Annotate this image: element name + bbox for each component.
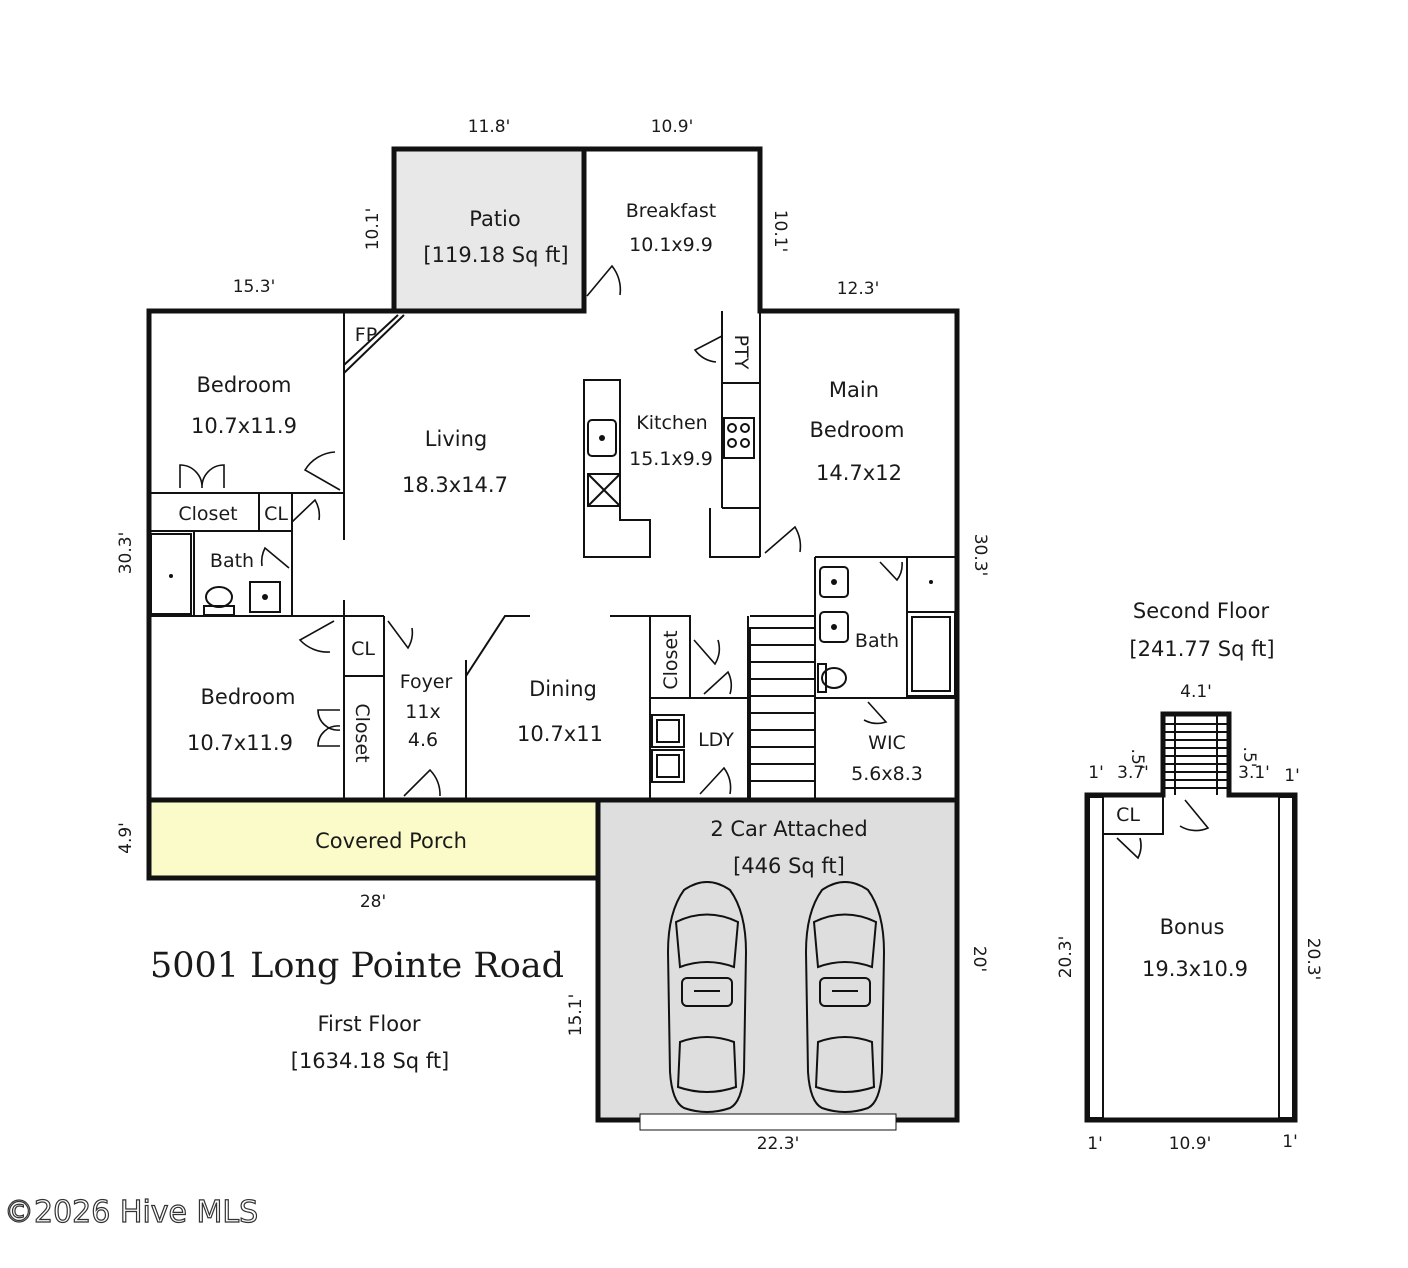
closet-3-label: Closet — [660, 630, 682, 689]
first-floor-stairs — [749, 627, 816, 801]
bath-1-sink — [249, 581, 281, 613]
dim-right-step: 3.1' — [1238, 763, 1270, 783]
ldy-label: LDY — [698, 729, 734, 751]
dim-stair-width: 4.1' — [1180, 682, 1212, 702]
stove-icon — [723, 417, 755, 459]
dim-breakfast-width: 10.9' — [651, 117, 694, 137]
dim-bottom-right: 1' — [1282, 1132, 1298, 1152]
garage-door — [639, 1113, 897, 1131]
dim-garage-width: 22.3' — [757, 1134, 800, 1154]
bedroom-1-label: Bedroom — [197, 373, 292, 397]
patio-area-label: [119.18 Sq ft] — [423, 243, 568, 267]
fireplace — [343, 314, 405, 374]
garage-area — [598, 800, 957, 1120]
dim-breakfast-depth: 10.1' — [770, 210, 790, 253]
second-floor-plan — [1084, 711, 1298, 1123]
bonus-label: Bonus — [1160, 915, 1225, 939]
car-icon — [666, 881, 748, 1113]
foyer-size-2: 4.6 — [408, 729, 438, 751]
dining-size: 10.7x11 — [517, 722, 603, 746]
kitchen-sink — [587, 419, 617, 457]
dim-garage-depth: 20' — [969, 946, 989, 972]
bath-1-tub — [150, 533, 192, 615]
dim-bonus-left-depth: 20.3' — [1056, 936, 1076, 979]
second-floor-area: [241.77 Sq ft] — [1129, 637, 1274, 661]
covered-porch-area — [149, 800, 598, 878]
dim-bottom-left: 1' — [1087, 1134, 1103, 1154]
dim-patio-depth: 10.1' — [363, 208, 383, 251]
cl-1-label: CL — [264, 503, 288, 525]
dim-garage-inner-depth: 15.1' — [566, 994, 586, 1037]
first-floor-label: First Floor — [317, 1012, 420, 1036]
watermark: ©2026 Hive MLS — [4, 1195, 258, 1230]
dim-right-1: 1' — [1284, 766, 1300, 786]
wic-label: WIC — [868, 732, 906, 754]
breakfast-label: Breakfast — [626, 200, 716, 222]
exterior-walls — [146, 146, 960, 1123]
bath-1-toilet — [203, 586, 235, 616]
living-size: 18.3x14.7 — [402, 473, 508, 497]
kitchen-label: Kitchen — [636, 412, 707, 434]
bath-2-label: Bath — [855, 630, 899, 652]
dim-right-rise: .5' — [1239, 747, 1259, 768]
dim-right-top-width: 12.3' — [837, 279, 880, 299]
bath-2-toilet — [817, 663, 847, 693]
dim-left-top-width: 15.3' — [233, 277, 276, 297]
breakfast-size: 10.1x9.9 — [629, 234, 713, 256]
dim-right-depth: 30.3' — [970, 534, 990, 577]
closet-1-label: Closet — [178, 503, 237, 525]
doors — [179, 264, 903, 797]
property-title: 5001 Long Pointe Road — [150, 946, 564, 986]
bedroom-2-label: Bedroom — [201, 685, 296, 709]
bath-2-tub — [906, 580, 956, 697]
closet-2-label: Closet — [351, 703, 373, 762]
kitchen-size: 15.1x9.9 — [629, 448, 713, 470]
second-floor-label: Second Floor — [1133, 599, 1270, 623]
dining-label: Dining — [529, 677, 597, 701]
main-bedroom-label: Main — [829, 378, 879, 402]
living-label: Living — [425, 427, 487, 451]
first-floor-area: [1634.18 Sq ft] — [291, 1049, 450, 1073]
main-bedroom-label-2: Bedroom — [810, 418, 905, 442]
dishwasher — [587, 473, 621, 507]
fp-label: FP — [355, 324, 377, 346]
bath-2-sinks — [819, 566, 849, 643]
dim-left-rise: .5' — [1127, 749, 1147, 770]
patio-label: Patio — [469, 207, 521, 231]
wic-size: 5.6x8.3 — [851, 763, 923, 785]
covered-porch-label: Covered Porch — [315, 829, 467, 853]
cl-upper-label: CL — [1116, 804, 1140, 826]
dim-porch-depth: 4.9' — [116, 822, 136, 854]
bath-1-label: Bath — [210, 550, 254, 572]
garage-area-label: [446 Sq ft] — [733, 854, 845, 878]
foyer-label: Foyer — [400, 671, 453, 693]
patio-area — [394, 149, 584, 311]
foyer-size-1: 11x — [405, 701, 440, 723]
dim-bonus-right-depth: 20.3' — [1303, 938, 1323, 981]
laundry-machines — [651, 714, 685, 783]
dim-left-depth: 30.3' — [116, 532, 136, 575]
garage-label: 2 Car Attached — [710, 817, 867, 841]
main-bedroom-size: 14.7x12 — [816, 461, 902, 485]
cl-2-label: CL — [351, 638, 375, 660]
car-icon — [804, 881, 886, 1113]
dim-porch-width: 28' — [360, 892, 386, 912]
dim-left-1: 1' — [1088, 763, 1104, 783]
pty-label: PTY — [730, 335, 752, 370]
dim-left-step: 3.7' — [1117, 763, 1149, 783]
bonus-size: 19.3x10.9 — [1142, 957, 1248, 981]
interior-walls — [149, 311, 957, 800]
bedroom-1-size: 10.7x11.9 — [191, 414, 297, 438]
dim-bottom-width: 10.9' — [1169, 1134, 1212, 1154]
dim-patio-width: 11.8' — [468, 117, 511, 137]
bedroom-2-size: 10.7x11.9 — [187, 731, 293, 755]
